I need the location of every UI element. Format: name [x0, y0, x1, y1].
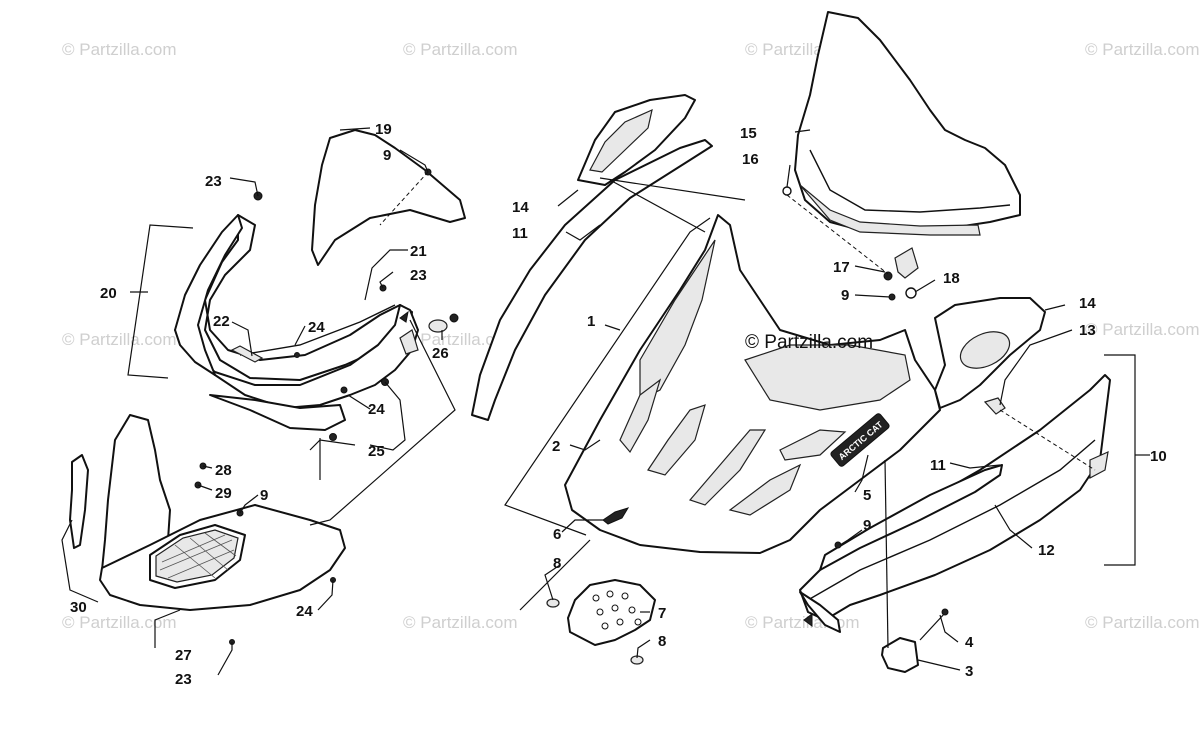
watermark: © Partzilla.com: [745, 613, 860, 632]
bezel-left-grille: [589, 108, 653, 173]
screw-icon: [883, 271, 893, 281]
callout-5: 5: [863, 487, 871, 504]
watermark: © Partzilla.com: [1085, 320, 1200, 339]
hood-windscreen-recess: [744, 344, 911, 411]
side-panel-vent: [1089, 450, 1109, 479]
nose-inner-line: [239, 304, 396, 356]
arrow-marker-icon: [803, 613, 813, 627]
hood-vent-5: [779, 429, 847, 461]
mount-block-part: [881, 637, 919, 673]
callout-4: 4: [965, 634, 974, 651]
callout-9: 9: [383, 147, 391, 164]
brand-watermark: © Partzilla.com: [745, 332, 873, 353]
callout-28: 28: [215, 462, 232, 479]
screw-icon: [340, 386, 348, 394]
leader-lines: [61, 127, 1150, 676]
skid-plate-part: [567, 579, 656, 646]
callout-3: 3: [965, 663, 973, 680]
callout-9: 9: [841, 287, 849, 304]
callout-24: 24: [296, 603, 313, 620]
callout-27: 27: [175, 647, 192, 664]
callout-12: 12: [1038, 542, 1055, 559]
callout-23: 23: [175, 671, 192, 688]
callout-21: 21: [410, 243, 427, 260]
callout-25: 25: [368, 443, 385, 460]
callout-16: 16: [742, 151, 759, 168]
callout-15: 15: [740, 125, 757, 142]
trim-strip-right-part: [819, 464, 1003, 571]
mount-bracket-part: [894, 247, 919, 279]
callout-18: 18: [943, 270, 960, 287]
bracket-part: [230, 345, 264, 363]
callout-11: 11: [930, 457, 946, 474]
callout-24: 24: [308, 319, 325, 336]
watermark: © Partzilla.com: [1085, 613, 1200, 632]
callout-23: 23: [410, 267, 427, 284]
watermark: © Partzilla.com: [62, 40, 177, 59]
callout-29: 29: [215, 485, 232, 502]
skid-plate-holes: [592, 590, 642, 630]
callout-20: 20: [100, 285, 117, 302]
callout-7: 7: [658, 605, 666, 622]
side-strip-part: [69, 454, 89, 549]
watermark: © Partzilla.com: [403, 40, 518, 59]
windshield-base-trim: [799, 184, 981, 236]
callout-23: 23: [205, 173, 222, 190]
callout-13: 13: [1079, 322, 1096, 339]
callout-24: 24: [368, 401, 385, 418]
bolt-part: [919, 612, 946, 641]
callout-17: 17: [833, 259, 850, 276]
screw-icon: [294, 352, 300, 358]
washer-icon: [782, 186, 792, 196]
hood-vent-1: [619, 378, 662, 454]
callout-labels: 19 9 23 21 23 20 22 24 26 24 25 28 29 9 …: [70, 121, 1167, 688]
callout-1: 1: [587, 313, 595, 330]
bezel-right-grille: [959, 331, 1011, 369]
callout-22: 22: [213, 313, 230, 330]
hood-vent-2: [647, 404, 706, 476]
clip-part: [399, 329, 419, 355]
watermark: © Partzilla.com: [403, 613, 518, 632]
callout-30: 30: [70, 599, 87, 616]
hood-vent-4: [728, 463, 802, 516]
watermark: © Partzilla.com: [62, 613, 177, 632]
emblem-part: [602, 507, 630, 525]
hood-vent-3: [688, 429, 767, 506]
mesh-grille-part: [155, 529, 239, 583]
nose-cap-part: [311, 129, 466, 266]
callout-14: 14: [1079, 295, 1096, 312]
windshield-part: [794, 11, 1021, 231]
grommet-icon: [428, 319, 448, 333]
arrow-marker-icon: [399, 310, 409, 323]
callout-19: 19: [375, 121, 392, 138]
callout-8: 8: [553, 555, 561, 572]
callout-6: 6: [553, 526, 561, 543]
callout-9: 9: [863, 517, 871, 534]
nose-cone-tip-part: [174, 214, 243, 376]
washer-icon: [905, 287, 917, 299]
callout-26: 26: [432, 345, 449, 362]
callout-10: 10: [1150, 448, 1167, 465]
bolt-head-icon: [941, 608, 949, 616]
screw-icon: [449, 313, 459, 323]
callout-9: 9: [260, 487, 268, 504]
mesh-pattern: [159, 532, 237, 579]
side-panel-crease: [807, 439, 1096, 601]
watermark: © Partzilla.com: [403, 330, 518, 349]
callout-11: 11: [512, 225, 528, 242]
callout-14: 14: [512, 199, 529, 216]
trim-strip-left-part: [471, 139, 713, 421]
nose-bottom-part: [209, 394, 346, 431]
rivet-icon: [546, 598, 560, 608]
callout-8: 8: [658, 633, 666, 650]
side-panel-lower-trim: [799, 591, 841, 633]
watermark: © Partzilla.com: [1085, 40, 1200, 59]
watermark: © Partzilla.com: [62, 330, 177, 349]
windshield-inner-line: [809, 149, 1011, 213]
callout-2: 2: [552, 438, 560, 455]
nut-icon: [329, 433, 337, 441]
